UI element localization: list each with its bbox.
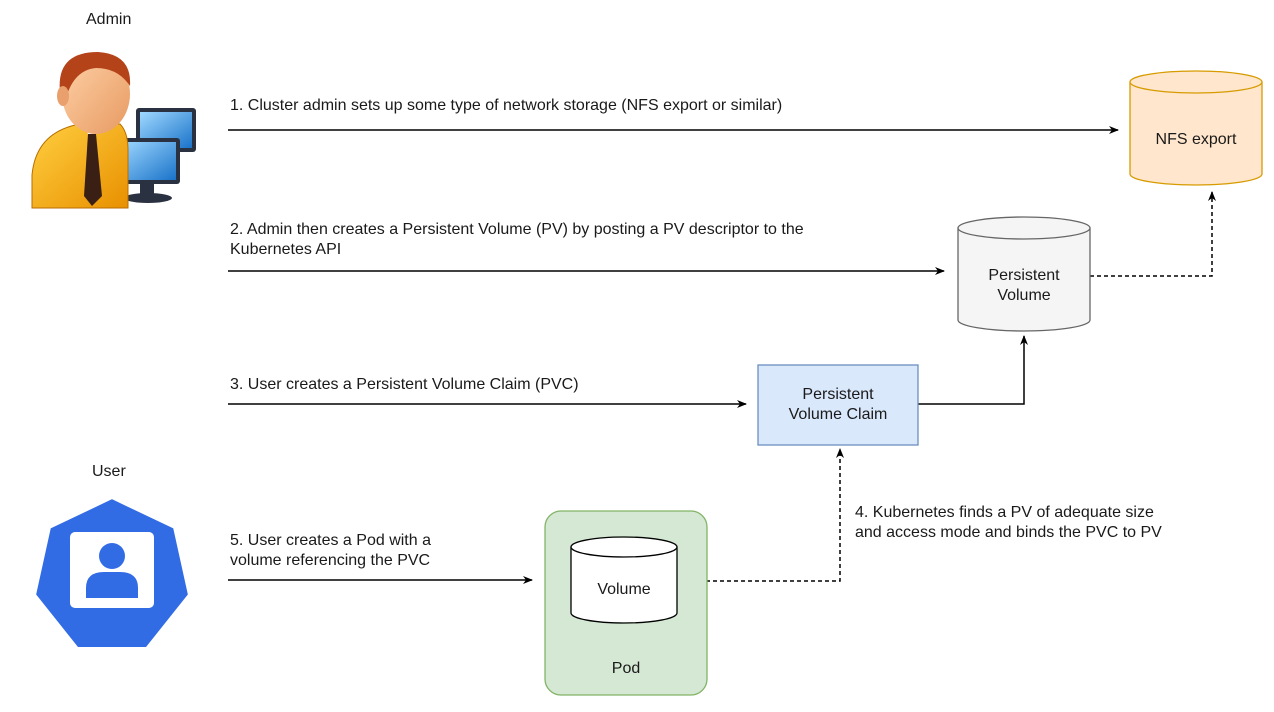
persistent-volume-claim-line-1: Persistent <box>802 386 874 403</box>
dashed-volume-to-pvc <box>678 448 844 582</box>
step-1-label: 1. Cluster admin sets up some type of ne… <box>230 96 782 116</box>
step-2-line-2: Kubernetes API <box>230 241 342 258</box>
user-label: User <box>92 463 126 480</box>
admin-label: Admin <box>86 11 132 28</box>
persistent-volume-claim-label: Persistent Volume Claim <box>758 385 918 425</box>
nfs-export-cylinder <box>1129 70 1263 186</box>
persistent-volume-cylinder <box>957 216 1091 332</box>
step-4-line-2: and access mode and binds the PVC to PV <box>855 524 1162 541</box>
persistent-volume-line-2: Volume <box>997 287 1051 304</box>
connectors <box>228 126 1216 584</box>
pod-label: Pod <box>545 659 707 679</box>
persistent-volume-line-1: Persistent <box>988 267 1060 284</box>
admin-person-computer-icon <box>31 52 196 209</box>
step-5-line-2: volume referencing the PVC <box>230 552 431 569</box>
step-4-label: 4. Kubernetes finds a PV of adequate siz… <box>855 503 1162 543</box>
nfs-export-line-1: NFS export <box>1155 131 1237 148</box>
persistent-volume-label: Persistent Volume <box>958 266 1090 306</box>
volume-cylinder <box>570 536 678 624</box>
kubernetes-user-icon <box>31 494 193 651</box>
step-4-line-1: 4. Kubernetes finds a PV of adequate siz… <box>855 504 1154 521</box>
step-2-line-1: 2. Admin then creates a Persistent Volum… <box>230 221 804 238</box>
persistent-volume-claim-line-2: Volume Claim <box>788 406 888 423</box>
step-5-line-1: 5. User creates a Pod with a <box>230 532 431 549</box>
step-1-line-1: 1. Cluster admin sets up some type of ne… <box>230 97 783 114</box>
dashed-pv-to-nfs <box>1090 191 1216 277</box>
step-3-label: 3. User creates a Persistent Volume Clai… <box>230 375 579 395</box>
persistent-volume-claim-box <box>757 364 919 446</box>
volume-label: Volume <box>571 580 677 600</box>
pod-line-1: Pod <box>611 660 641 677</box>
step-2-label: 2. Admin then creates a Persistent Volum… <box>230 220 804 260</box>
volume-line-1: Volume <box>597 581 651 598</box>
step-3-line-1: 3. User creates a Persistent Volume Clai… <box>230 376 579 393</box>
step-5-label: 5. User creates a Pod with a volume refe… <box>230 531 431 571</box>
arrow-pvc-to-pv <box>918 335 1028 405</box>
nfs-export-label: NFS export <box>1130 130 1262 150</box>
